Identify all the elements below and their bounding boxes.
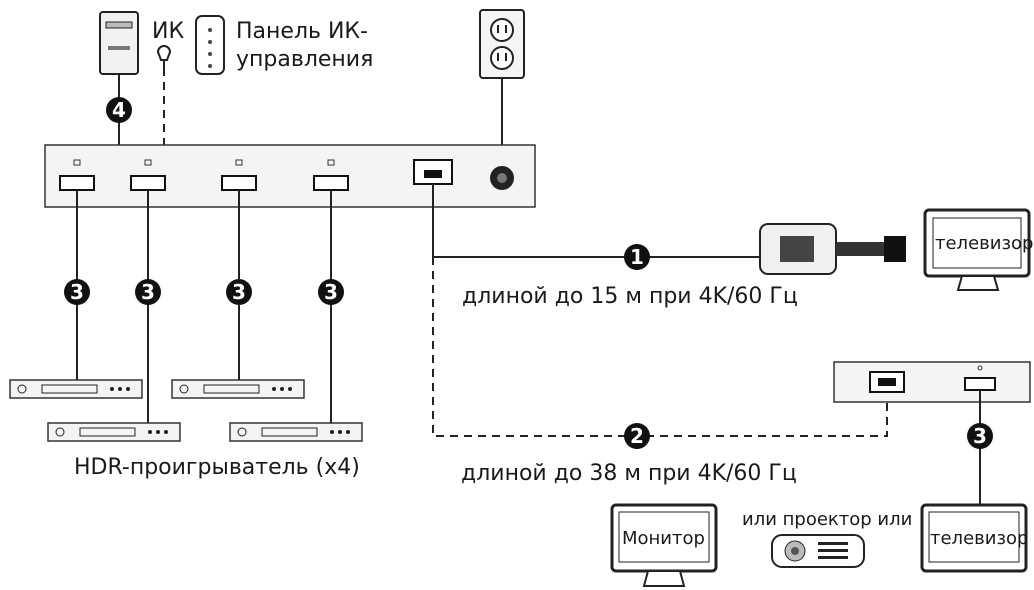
step-badge-3-e: 3 bbox=[967, 423, 993, 449]
hdr-player-4 bbox=[229, 422, 363, 442]
ir-label: ИК bbox=[152, 19, 184, 44]
svg-text:3: 3 bbox=[973, 424, 987, 448]
hdr-player-3 bbox=[171, 379, 305, 399]
hdmi-port-1 bbox=[59, 175, 95, 191]
svg-text:3: 3 bbox=[324, 280, 338, 304]
hdmi-port-2 bbox=[130, 175, 166, 191]
hdmi-port-4 bbox=[313, 175, 349, 191]
length-label-2: длиной до 38 м при 4K/60 Гц bbox=[461, 461, 797, 486]
ir-panel-label: Панель ИК- управления bbox=[236, 19, 375, 72]
svg-text:2: 2 bbox=[630, 424, 644, 448]
step-badge-1: 1 bbox=[624, 244, 650, 270]
hdmi-adapter-icon bbox=[759, 223, 906, 275]
hdmi-switcher-device bbox=[44, 144, 536, 208]
svg-text:3: 3 bbox=[141, 280, 155, 304]
step-badge-3-c: 3 bbox=[226, 279, 252, 305]
power-outlet-icon bbox=[479, 9, 525, 79]
ir-panel-icon bbox=[195, 15, 225, 75]
projector-icon bbox=[771, 534, 865, 568]
svg-text:4: 4 bbox=[112, 98, 126, 122]
hdr-player-1 bbox=[9, 379, 143, 399]
tv-2-label: телевизор bbox=[930, 528, 1028, 549]
length-label-1: длиной до 15 м при 4K/60 Гц bbox=[462, 284, 798, 309]
monitor-icon bbox=[610, 503, 718, 587]
step-badge-3-d: 3 bbox=[318, 279, 344, 305]
svg-text:1: 1 bbox=[630, 245, 644, 269]
hdmi-port-3 bbox=[221, 175, 257, 191]
or-projector-label: или проектор или bbox=[742, 509, 912, 530]
players-label: HDR-проигрыватель (x4) bbox=[74, 455, 360, 480]
tv-1-label: телевизор bbox=[935, 233, 1033, 254]
tv-1-icon bbox=[923, 208, 1031, 291]
tv-2-icon bbox=[920, 503, 1028, 573]
step-badge-3-a: 3 bbox=[64, 279, 90, 305]
step-badge-3-b: 3 bbox=[135, 279, 161, 305]
monitor-label: Монитор bbox=[622, 528, 705, 549]
hdr-player-2 bbox=[47, 422, 181, 442]
step-badge-2: 2 bbox=[624, 423, 650, 449]
svg-text:3: 3 bbox=[70, 280, 84, 304]
svg-text:3: 3 bbox=[232, 280, 246, 304]
step-badge-4: 4 bbox=[106, 97, 132, 123]
ir-sensor-icon bbox=[156, 45, 172, 68]
receiver-device bbox=[833, 361, 1031, 403]
computer-icon bbox=[99, 11, 139, 75]
